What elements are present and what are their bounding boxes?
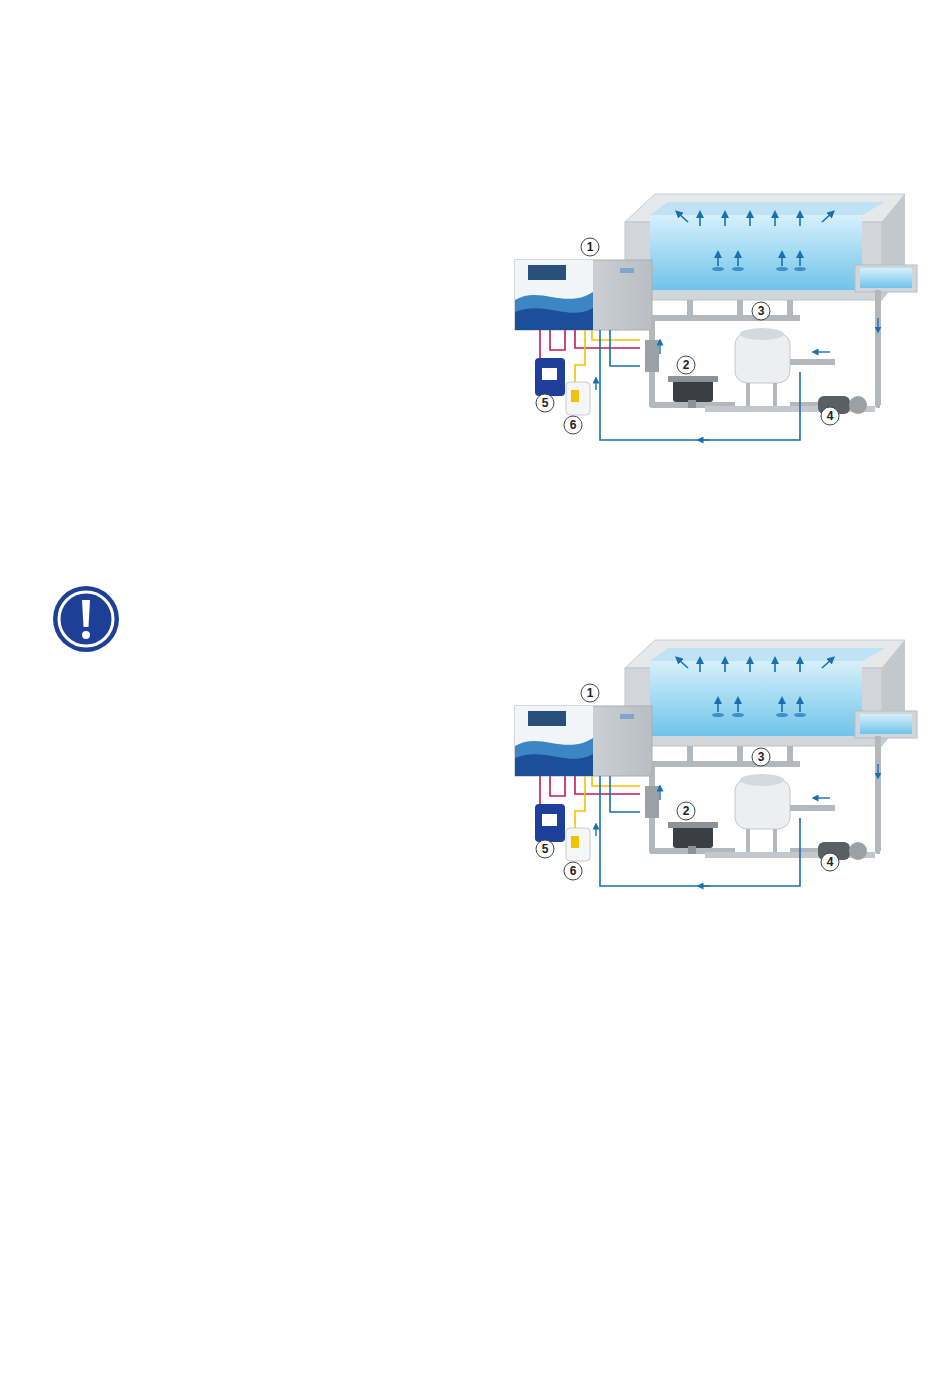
- callout-number: 2: [677, 358, 695, 372]
- callout-number: 3: [752, 750, 770, 764]
- callout-number: 5: [536, 842, 554, 856]
- callout-number: 5: [536, 396, 554, 410]
- callout-number: 4: [821, 855, 839, 869]
- callout-number: 4: [821, 409, 839, 423]
- warning-icon: [53, 586, 119, 652]
- callout-number: 3: [752, 304, 770, 318]
- callout-number: 2: [677, 804, 695, 818]
- callout-number: 1: [581, 686, 599, 700]
- callout-number: 6: [564, 418, 582, 432]
- callout-number: 1: [581, 240, 599, 254]
- callout-number: 6: [564, 864, 582, 878]
